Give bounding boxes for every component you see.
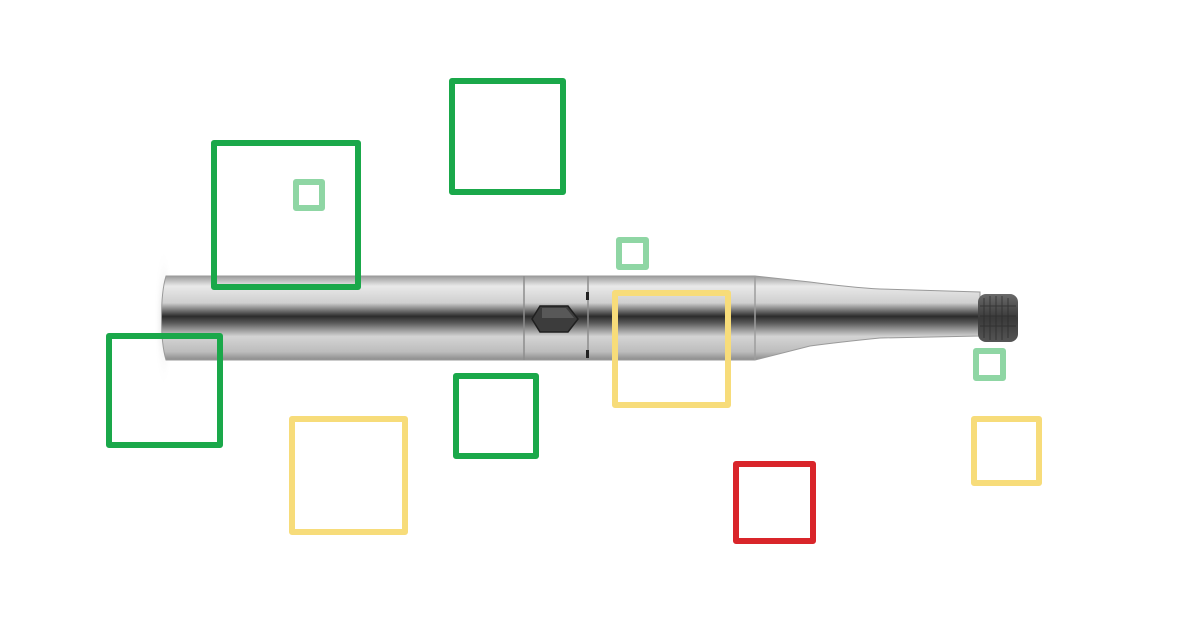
green-marker-1 xyxy=(211,140,361,290)
yellow-marker-3 xyxy=(971,416,1042,486)
pen-notch-bottom xyxy=(586,350,589,358)
light-green-marker-3 xyxy=(973,348,1006,381)
green-marker-3 xyxy=(106,333,223,448)
yellow-marker-2 xyxy=(289,416,408,535)
light-green-marker-2 xyxy=(616,237,649,270)
yellow-marker-1 xyxy=(612,290,731,408)
light-green-marker-1 xyxy=(293,179,325,211)
green-marker-2 xyxy=(449,78,566,195)
red-marker-1 xyxy=(733,461,816,544)
pen-notch-top xyxy=(586,292,589,300)
green-marker-4 xyxy=(453,373,539,459)
